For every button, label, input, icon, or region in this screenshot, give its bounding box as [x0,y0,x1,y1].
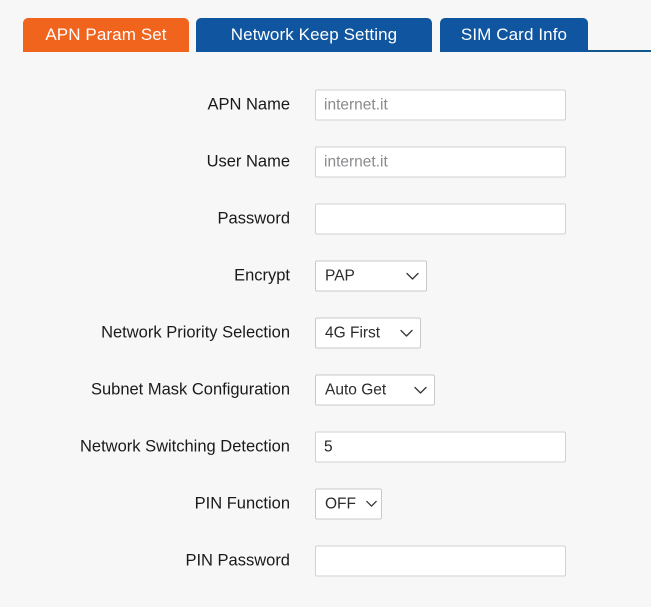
tab-apn-param-set[interactable]: APN Param Set [23,18,189,52]
form-row-user-name: User Name [0,111,651,178]
field-apn-name [315,89,566,121]
form-row-encrypt: Encrypt PAP [0,225,651,292]
password-input[interactable] [315,203,566,235]
form-row-apn-name: APN Name [0,54,651,121]
tab-label: Network Keep Setting [230,25,398,44]
chevron-down-icon [396,272,419,280]
apn-name-input[interactable] [315,89,566,121]
label-pin-function: PIN Function [194,494,290,513]
label-pin-password: PIN Password [185,551,290,570]
encrypt-selected-value: PAP [325,267,355,284]
label-subnet-mask-configuration: Subnet Mask Configuration [90,380,290,399]
subnet-mask-selected-value: Auto Get [325,381,387,398]
label-encrypt: Encrypt [234,266,290,285]
tab-label: SIM Card Info [460,25,568,44]
form-row-subnet-mask-configuration: Subnet Mask Configuration Auto Get [0,339,651,406]
field-subnet-mask-configuration: Auto Get [315,374,435,406]
chevron-down-icon [404,386,427,394]
field-network-priority-selection: 4G First [315,317,421,349]
pin-password-input[interactable] [315,545,566,577]
tab-bar: APN Param Set Network Keep Setting SIM C… [0,0,651,54]
form-row-pin-password: PIN Password [0,510,651,577]
user-name-input[interactable] [315,146,566,178]
pin-function-select[interactable]: OFF [315,488,382,520]
tab-network-keep-setting[interactable]: Network Keep Setting [196,18,432,52]
field-password [315,203,566,235]
field-encrypt: PAP [315,260,427,292]
label-password: Password [217,209,290,228]
label-network-priority-selection: Network Priority Selection [101,323,290,342]
field-pin-password [315,545,566,577]
encrypt-select[interactable]: PAP [315,260,427,292]
field-network-switching-detection [315,431,566,463]
tab-label: APN Param Set [45,25,167,44]
label-network-switching-detection: Network Switching Detection [79,437,290,456]
form-row-pin-function: PIN Function OFF [0,453,651,520]
chevron-down-icon [356,500,377,508]
network-switching-detection-input[interactable] [315,431,566,463]
field-user-name [315,146,566,178]
label-user-name: User Name [206,152,290,171]
network-priority-selected-value: 4G First [325,324,381,341]
form-row-password: Password [0,168,651,235]
chevron-down-icon [390,329,413,337]
pin-function-selected-value: OFF [325,495,356,512]
form-row-network-switching-detection: Network Switching Detection [0,396,651,463]
network-priority-selection-select[interactable]: 4G First [315,317,421,349]
tab-sim-card-info[interactable]: SIM Card Info [440,18,588,52]
form-row-network-priority-selection: Network Priority Selection 4G First [0,282,651,349]
apn-param-set-form: APN Name User Name Password Encrypt PAP [0,54,651,577]
tab-bar-underline [588,50,651,52]
label-apn-name: APN Name [207,95,290,114]
field-pin-function: OFF [315,488,382,520]
subnet-mask-configuration-select[interactable]: Auto Get [315,374,435,406]
